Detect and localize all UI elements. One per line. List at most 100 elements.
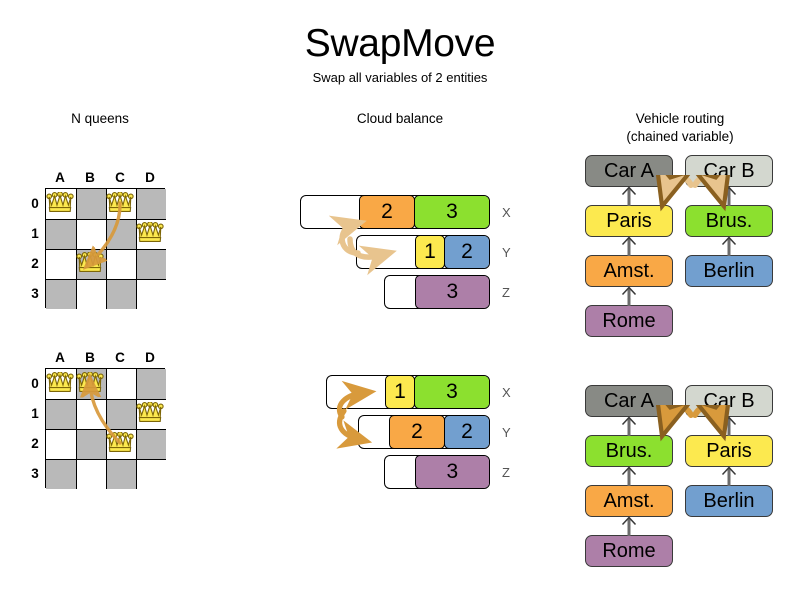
cloud-computer-label-Y: Y [502, 245, 511, 260]
queen-icon [46, 372, 74, 392]
cloud-computer-bar-Z[interactable]: 3 [384, 455, 490, 489]
vehicle-car-a-before[interactable]: Car A [585, 155, 673, 187]
board-cell-A2[interactable] [46, 429, 76, 459]
cloud-computer-label-Z: Z [502, 465, 510, 480]
queen-D1[interactable] [135, 218, 165, 248]
board-cell-D2[interactable] [136, 249, 166, 279]
board-cell-A1[interactable] [46, 219, 76, 249]
board-cell-C3[interactable] [106, 459, 136, 489]
board-cell-C2[interactable] [106, 249, 136, 279]
board-cell-C1[interactable] [106, 399, 136, 429]
board-cell-C0[interactable] [106, 369, 136, 399]
cloud-process-1-X[interactable]: 1 [385, 376, 415, 408]
vehicle-car-b-after[interactable]: Car B [685, 385, 773, 417]
board-row-label-3: 3 [31, 466, 39, 481]
chain-arrow-up [621, 516, 637, 536]
board-column-label-D: D [145, 350, 155, 365]
cloud-row-Z-before: 3 [384, 275, 490, 309]
cloud-process-2-Y[interactable]: 2 [389, 416, 445, 448]
stop-berlin-before[interactable]: Berlin [685, 255, 773, 287]
board-cell-B2[interactable] [76, 429, 106, 459]
board-cell-B3[interactable] [76, 279, 106, 309]
stop-amst-after[interactable]: Amst. [585, 485, 673, 517]
cloud-row-Z-after: 3 [384, 455, 490, 489]
queen-icon [136, 222, 164, 242]
board-cell-B1[interactable] [76, 219, 106, 249]
board-row-label-1: 1 [31, 226, 39, 241]
board-cell-A3[interactable] [46, 279, 76, 309]
board-cell-C3[interactable] [106, 279, 136, 309]
stop-rome-before[interactable]: Rome [585, 305, 673, 337]
stop-paris-before[interactable]: Paris [585, 205, 673, 237]
queen-A0[interactable] [45, 188, 75, 218]
chain-arrow-up [621, 186, 637, 206]
cloud-computer-label-X: X [502, 205, 511, 220]
board-gridline-h [46, 278, 166, 280]
board-row-label-2: 2 [31, 256, 39, 271]
cloud-process-3-Z[interactable]: 3 [414, 456, 489, 488]
stop-brus-after[interactable]: Brus. [585, 435, 673, 467]
cloud-free-space-Y [359, 416, 389, 448]
board-cell-D0[interactable] [136, 189, 166, 219]
queen-B2[interactable] [75, 248, 105, 278]
cloud-process-2-Y[interactable]: 2 [444, 236, 489, 268]
vehicle-car-a-after[interactable]: Car A [585, 385, 673, 417]
queen-icon [76, 252, 104, 272]
board-cell-B3[interactable] [76, 459, 106, 489]
cloud-free-space-Y [357, 236, 415, 268]
cloud-computer-label-Y: Y [502, 425, 511, 440]
board-cell-D3[interactable] [136, 279, 166, 309]
queen-D1[interactable] [135, 398, 165, 428]
cloud-process-3-X[interactable]: 3 [414, 376, 489, 408]
vehicle-car-b-before[interactable]: Car B [685, 155, 773, 187]
board-cell-B1[interactable] [76, 399, 106, 429]
stop-brus-before[interactable]: Brus. [685, 205, 773, 237]
stop-paris-after[interactable]: Paris [685, 435, 773, 467]
board-cell-A2[interactable] [46, 249, 76, 279]
queen-icon [76, 372, 104, 392]
cloud-process-2-Y[interactable]: 2 [444, 416, 489, 448]
cloud-process-3-X[interactable]: 3 [414, 196, 489, 228]
board-column-label-B: B [85, 170, 95, 185]
cloud-computer-bar-Z[interactable]: 3 [384, 275, 490, 309]
cloud-process-1-Y[interactable]: 1 [415, 236, 445, 268]
queen-icon [46, 192, 74, 212]
queen-icon [106, 432, 134, 452]
queen-B0[interactable] [75, 368, 105, 398]
queen-A0[interactable] [45, 368, 75, 398]
board-cell-B0[interactable] [76, 189, 106, 219]
board-cell-D0[interactable] [136, 369, 166, 399]
cloud-free-space-Z [385, 456, 415, 488]
board-cell-A1[interactable] [46, 399, 76, 429]
board-row-label-1: 1 [31, 406, 39, 421]
board-cell-C1[interactable] [106, 219, 136, 249]
queen-C2[interactable] [105, 428, 135, 458]
section-heading-cloud-balance: Cloud balance [356, 111, 444, 126]
board-cell-D3[interactable] [136, 459, 166, 489]
section-heading-nqueens: N queens [71, 111, 129, 126]
board-column-label-D: D [145, 170, 155, 185]
stop-rome-after[interactable]: Rome [585, 535, 673, 567]
board-gridline-h [46, 248, 166, 250]
queen-C0[interactable] [105, 188, 135, 218]
cloud-process-2-X[interactable]: 2 [359, 196, 415, 228]
board-cell-A3[interactable] [46, 459, 76, 489]
cloud-process-3-Z[interactable]: 3 [414, 276, 489, 308]
vehicle-routing-before: Car A Paris Amst. Rome Car B Brus. Berlin [585, 155, 785, 345]
page-title: SwapMove [304, 22, 496, 65]
board-column-label-A: A [55, 170, 65, 185]
cloud-free-space-X [301, 196, 359, 228]
board-cell-D2[interactable] [136, 429, 166, 459]
stop-berlin-after[interactable]: Berlin [685, 485, 773, 517]
stop-amst-before[interactable]: Amst. [585, 255, 673, 287]
